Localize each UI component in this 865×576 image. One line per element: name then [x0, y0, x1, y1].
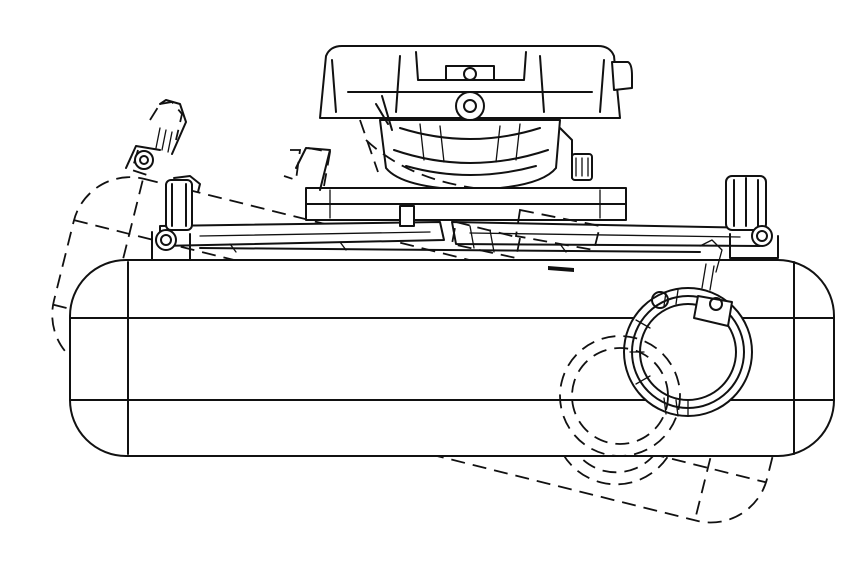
projector-upright: [69, 259, 835, 457]
rail-slot: [548, 266, 574, 272]
tilted-left-bracket: [125, 99, 187, 170]
rail-lower: [199, 247, 701, 253]
lens-tilted-circle: [559, 335, 681, 457]
tilted-right-clamp: [651, 239, 733, 327]
lens-tilted-circle-inner: [571, 347, 669, 445]
tilted-projector-seam-upper: [73, 219, 788, 399]
mount-frame: [125, 99, 779, 327]
left-end-bracket: [151, 175, 201, 261]
yoke-tilted: [365, 139, 561, 193]
tilted-right-arm: [450, 208, 602, 260]
right-end-bracket: [725, 175, 779, 259]
tilted-side-bracket: [130, 101, 332, 187]
lens: [623, 287, 753, 417]
cap-knob: [463, 67, 477, 81]
mount-head: [295, 45, 633, 227]
mount-cap: [319, 45, 621, 119]
